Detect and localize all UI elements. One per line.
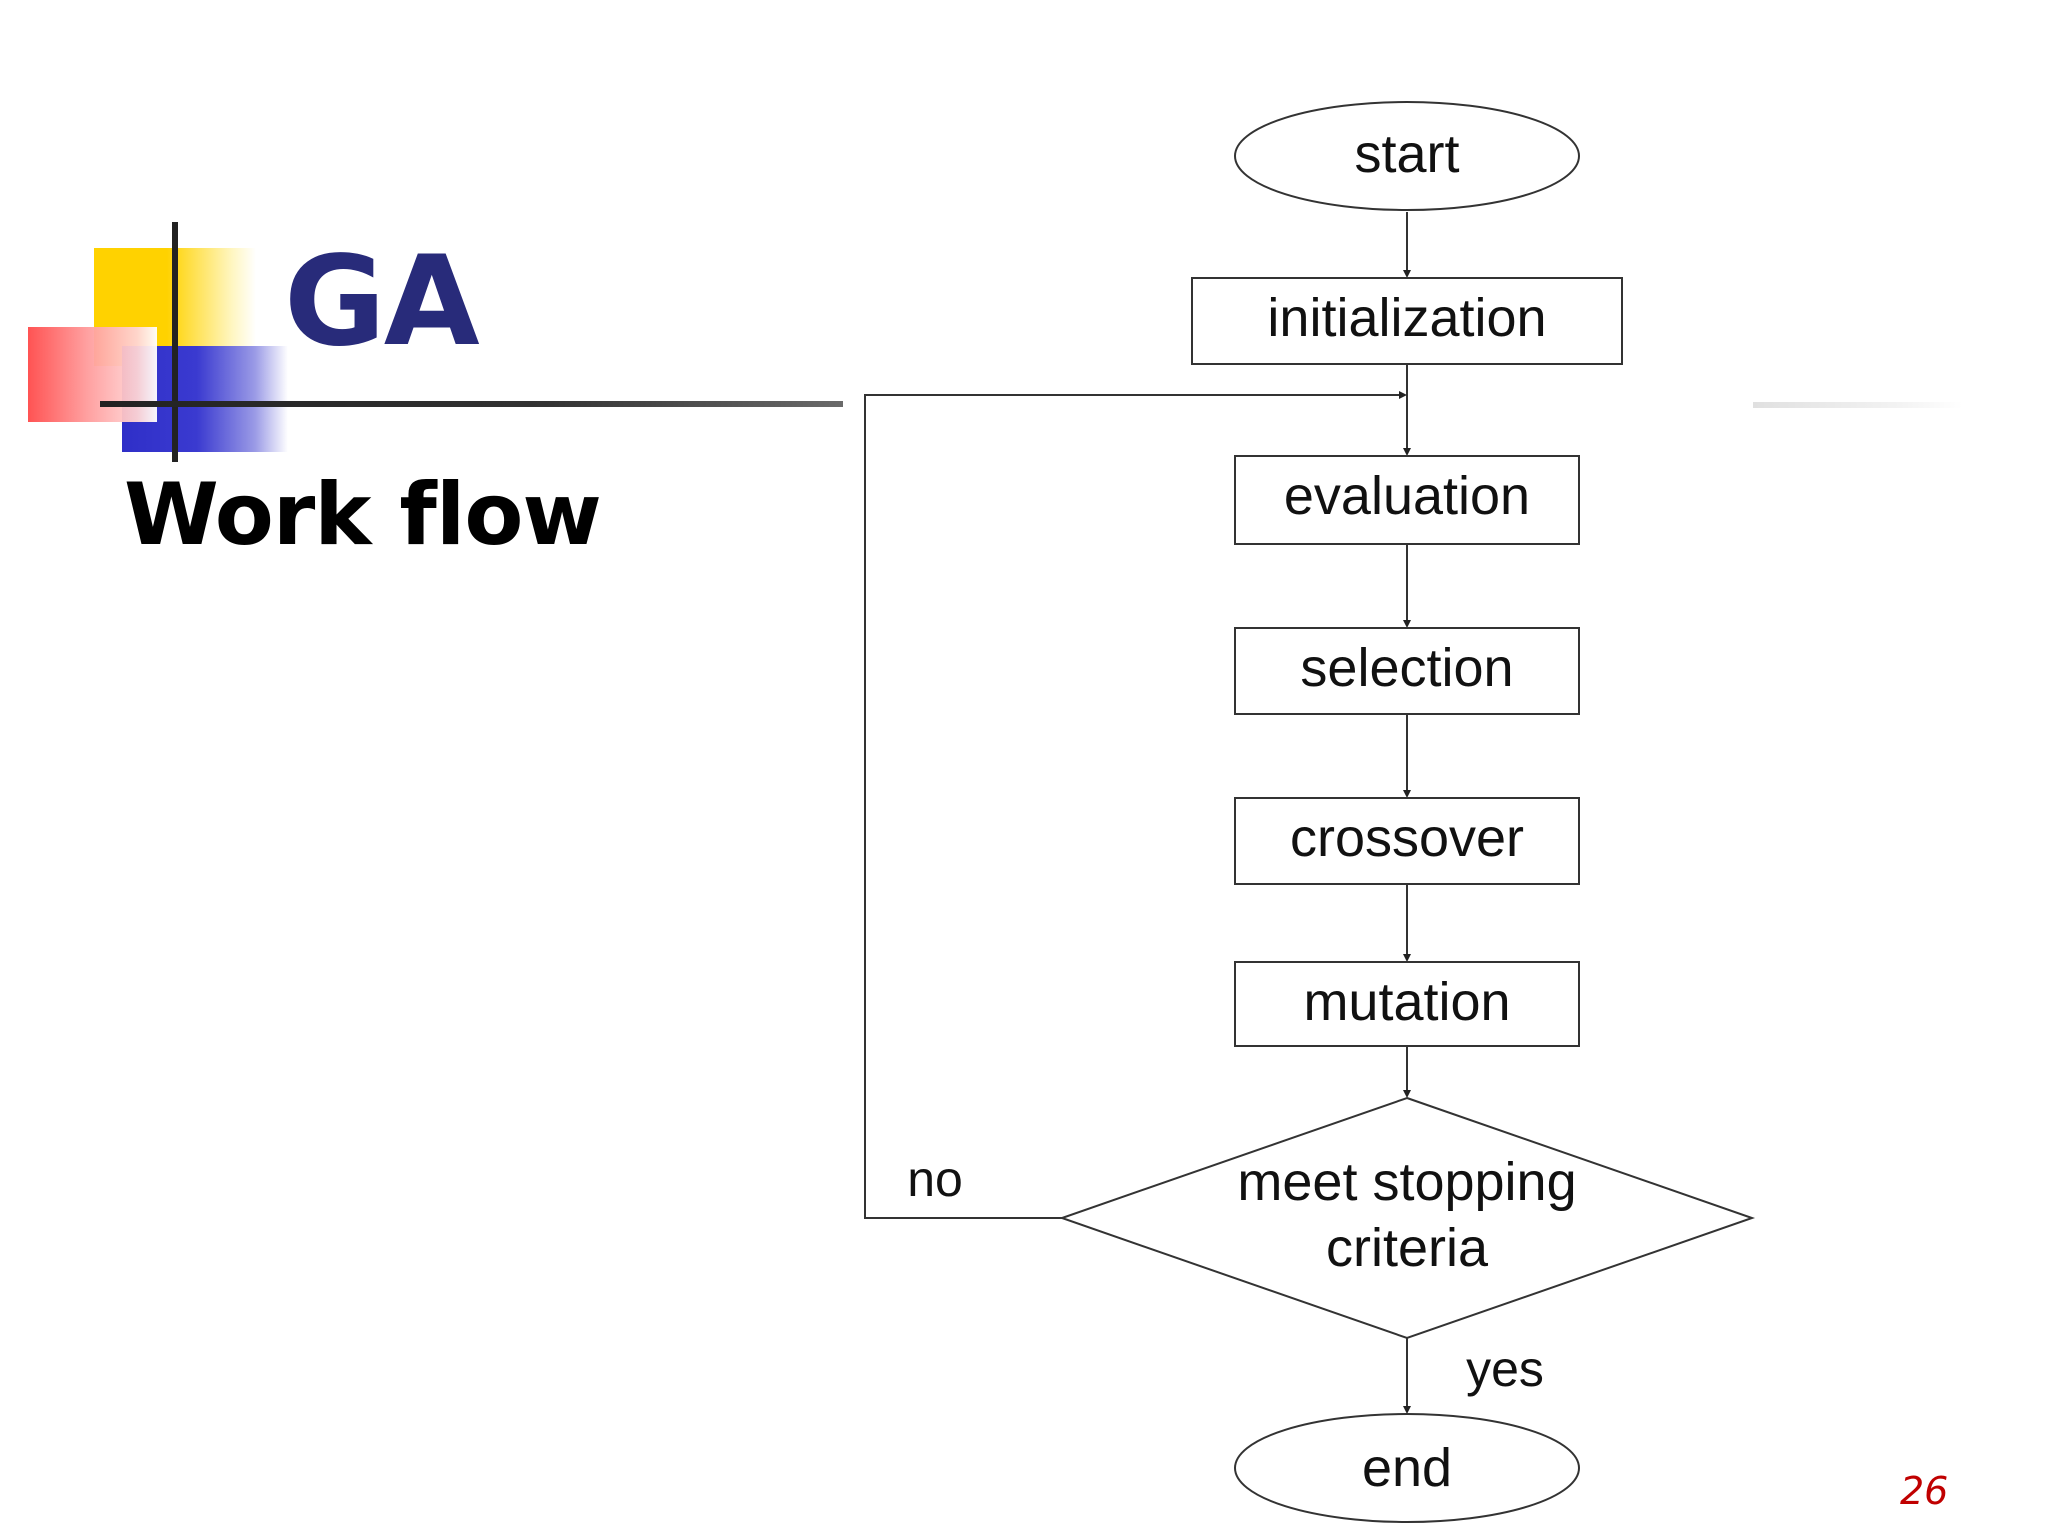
arrow-no-loop [864,391,1407,1219]
initialization-node: initialization [1191,277,1623,365]
selection-label: selection [1300,638,1513,698]
title-underline [100,401,843,407]
decision-node: meet stopping criteria [1058,1096,1756,1340]
end-label: end [1362,1438,1452,1498]
title-underline-fade [1753,402,1963,408]
yes-label: yes [1466,1341,1544,1397]
selection-node: selection [1234,627,1580,715]
no-label: no [907,1151,963,1207]
start-label: start [1354,124,1459,184]
crossover-label: crossover [1290,808,1524,868]
evaluation-node: evaluation [1234,455,1580,545]
decision-label-line2: criteria [1326,1218,1489,1278]
logo-vertical-line [172,222,178,462]
evaluation-label: evaluation [1284,466,1530,526]
end-node: end [1234,1413,1580,1523]
corner-logo [0,0,360,480]
mutation-label: mutation [1303,972,1510,1032]
crossover-node: crossover [1234,797,1580,885]
decision-label-line1: meet stopping [1237,1152,1576,1212]
start-node: start [1234,101,1580,211]
slide-subtitle: Work flow [124,465,602,565]
page-number: 26 [1900,1469,1949,1513]
mutation-node: mutation [1234,961,1580,1047]
initialization-label: initialization [1267,288,1546,348]
slide-title: GA [284,230,480,374]
